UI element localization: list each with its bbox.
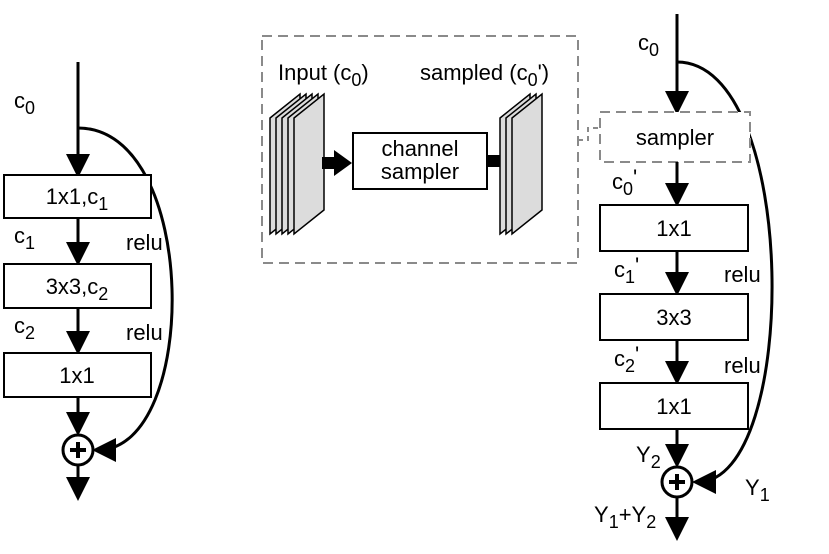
sampled-feature-maps [499, 92, 543, 236]
left-box-1x1-c1 [3, 174, 152, 219]
right-relu2-label: relu [724, 353, 761, 378]
left-relu1-label: relu [126, 230, 163, 255]
right-c0p-label: c0' [612, 165, 637, 199]
left-relu2-label: relu [126, 320, 163, 345]
thick-arrow-icon [322, 150, 352, 176]
right-input-label: c0 [638, 30, 659, 60]
right-c2p-label: c2' [614, 342, 639, 376]
left-c2-label: c2 [14, 313, 35, 343]
right-box1-label: 1x1 [656, 216, 691, 241]
left-box-1x1 [3, 352, 152, 398]
right-box-3x3 [599, 293, 749, 341]
left-box-3x3-c2 [3, 263, 152, 309]
right-block: c0 sampler c0' 1x1 c1' relu 3x3 c2' relu… [594, 14, 774, 541]
right-sampler-label: sampler [636, 125, 714, 150]
left-c1-label: c1 [14, 223, 35, 253]
right-output-label: Y1+Y2 [594, 502, 656, 532]
right-add-node-icon [660, 465, 694, 499]
right-sampler-box [599, 111, 751, 163]
channel-sampler-line1: channel [381, 136, 458, 161]
left-add-node-icon [61, 433, 95, 467]
right-y1-label: Y1 [745, 475, 770, 505]
right-relu1-label: relu [724, 262, 761, 287]
left-block: c0 1x1,c1 c1 relu 3x3,c2 c2 relu 1x1 [3, 62, 174, 501]
left-box3-label: 1x1 [59, 363, 94, 388]
right-y2-label: Y2 [636, 442, 661, 472]
left-input-label: c0 [14, 88, 35, 118]
detail-connector [578, 127, 600, 141]
channel-sampler-line2: sampler [381, 159, 459, 184]
right-box-1x1-a [599, 204, 749, 252]
right-skip-connection [676, 60, 774, 494]
sampler-output-connector [487, 155, 500, 167]
left-skip-connection [77, 126, 174, 462]
left-box1-label: 1x1,c1 [46, 184, 109, 214]
sampled-c0-label: sampled (c0') [420, 60, 549, 90]
channel-sampler-detail: Input (c0) sampled (c0') channel sampler [261, 35, 600, 264]
right-c1p-label: c1' [614, 253, 639, 287]
right-box2-label: 3x3 [656, 305, 691, 330]
input-feature-maps [269, 92, 325, 236]
left-box2-label: 3x3,c2 [46, 274, 109, 304]
right-box-1x1-b [599, 382, 749, 430]
input-c0-label: Input (c0) [278, 60, 369, 90]
right-box3-label: 1x1 [656, 394, 691, 419]
